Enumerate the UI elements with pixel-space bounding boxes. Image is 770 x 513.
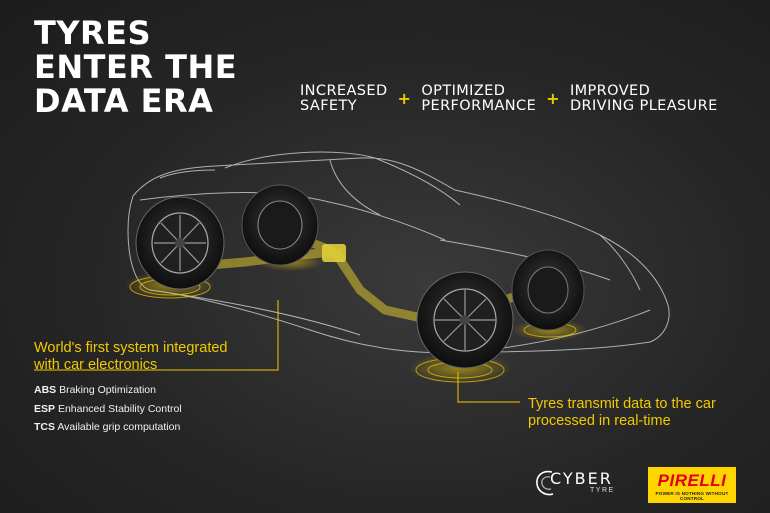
left-callout-heading-line-2: with car electronics xyxy=(34,357,158,373)
tyre-rear-left xyxy=(241,184,319,266)
pirelli-wordmark: PIRELLI xyxy=(657,471,727,490)
benefit-driving-line-1: IMPROVED xyxy=(569,83,651,99)
left-callout-heading-line-1: World's first system integrated xyxy=(34,340,228,356)
title-line-1: TYRES xyxy=(34,14,152,52)
benefit-performance: OPTIMIZED PERFORMANCE xyxy=(421,84,536,114)
pirelli-tagline: POWER IS NOTHING WITHOUT CONTROL xyxy=(655,491,729,501)
feature-esp: ESP Enhanced Stability Control xyxy=(34,403,274,415)
page-title: TYRES ENTER THE DATA ERA xyxy=(34,16,237,118)
cyber-wordmark: CYBER xyxy=(550,469,613,488)
benefit-performance-line-2: PERFORMANCE xyxy=(421,98,537,114)
title-line-3: DATA ERA xyxy=(34,82,214,120)
tyre-front-right xyxy=(416,271,514,369)
feature-abs-abbr: ABS xyxy=(34,384,57,396)
right-callout: Tyres transmit data to the car processed… xyxy=(528,396,716,430)
left-callout: World's first system integrated with car… xyxy=(34,340,274,440)
feature-esp-text: Enhanced Stability Control xyxy=(57,402,182,415)
cyber-subtitle: TYRE xyxy=(590,487,615,494)
feature-tcs-text: Available grip computation xyxy=(57,421,181,433)
tyre-front-left xyxy=(135,196,225,290)
feature-tcs-abbr: TCS xyxy=(34,421,55,433)
feature-abs-text: Braking Optimization xyxy=(59,384,156,396)
benefit-safety-line-1: INCREASED xyxy=(300,83,388,99)
callout-leaders xyxy=(34,300,520,403)
plus-icon: + xyxy=(397,89,412,108)
left-callout-heading: World's first system integrated with car… xyxy=(34,340,274,374)
control-unit xyxy=(322,244,346,262)
title-line-2: ENTER THE xyxy=(34,48,238,86)
benefit-safety-line-2: SAFETY xyxy=(300,98,358,114)
right-callout-line-2: processed in real-time xyxy=(528,413,671,429)
benefits-row: INCREASED SAFETY + OPTIMIZED PERFORMANCE… xyxy=(300,84,718,114)
benefit-driving-line-2: DRIVING PLEASURE xyxy=(569,98,718,114)
tyre-rear-right xyxy=(511,249,585,331)
feature-tcs: TCS Available grip computation xyxy=(34,421,274,433)
pirelli-logo: PIRELLI POWER IS NOTHING WITHOUT CONTROL xyxy=(648,467,736,503)
cyber-swirl-icon xyxy=(536,470,554,496)
benefit-driving-pleasure: IMPROVED DRIVING PLEASURE xyxy=(570,84,718,114)
benefit-safety: INCREASED SAFETY xyxy=(300,84,388,114)
cyber-tyre-logo: CYBER TYRE xyxy=(534,466,630,500)
feature-abs: ABS Braking Optimization xyxy=(34,384,274,396)
feature-esp-abbr: ESP xyxy=(34,402,56,415)
benefit-performance-line-1: OPTIMIZED xyxy=(421,83,506,99)
plus-icon: + xyxy=(546,89,560,108)
right-callout-line-1: Tyres transmit data to the car xyxy=(528,396,716,412)
